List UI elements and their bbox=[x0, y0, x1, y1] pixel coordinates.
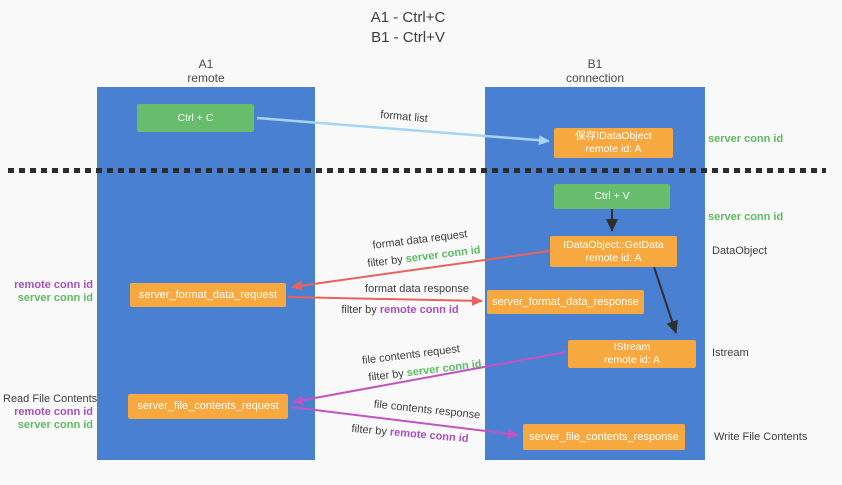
save-idataobject-node: 保存IDataObject remote id: A bbox=[554, 128, 673, 158]
server-file-contents-request-node: server_file_contents_request bbox=[128, 394, 288, 419]
remote-conn-id-file-label: remote conn id bbox=[14, 406, 93, 418]
filter-by-text: filter by bbox=[367, 367, 405, 384]
server-file-contents-response-node: server_file_contents_response bbox=[523, 424, 685, 450]
filter-by-text: filter by bbox=[366, 253, 404, 270]
title-line-1: A1 - Ctrl+C bbox=[370, 9, 446, 26]
machine-a1-header: A1 remote bbox=[97, 57, 315, 85]
machine-a1-name: A1 bbox=[198, 57, 214, 71]
machine-b1-header: B1 connection bbox=[485, 57, 705, 85]
server-conn-id-top-label: server conn id bbox=[708, 133, 784, 145]
server-conn-id-format-label: server conn id bbox=[17, 292, 93, 304]
ctrl-v-node: Ctrl + V bbox=[554, 184, 670, 209]
machine-b1-subtitle: connection bbox=[565, 71, 625, 85]
server-format-data-request-label: server_format_data_request bbox=[138, 288, 278, 301]
ctrl-v-label: Ctrl + V bbox=[594, 190, 630, 202]
server-conn-id-text: server conn id bbox=[406, 358, 483, 380]
istream-node: IStream remote id: A bbox=[568, 340, 696, 368]
idataobject-getdata-node: IDataObject::GetData remote id: A bbox=[550, 236, 677, 267]
file-contents-response-label: file contents response bbox=[373, 398, 481, 422]
read-file-contents-label: Read File Contents bbox=[3, 393, 98, 405]
title-line-2: B1 - Ctrl+V bbox=[371, 29, 445, 46]
server-format-data-request-node: server_format_data_request bbox=[130, 283, 286, 307]
server-conn-id-text: server conn id bbox=[405, 244, 482, 266]
server-conn-id-file-label: server conn id bbox=[17, 419, 93, 431]
filter-by-remote-conn-id-file-label: filter by remote conn id bbox=[351, 423, 469, 445]
machine-b1-name: B1 bbox=[587, 57, 603, 71]
save-idataobject-line2: remote id: A bbox=[585, 143, 642, 155]
server-file-contents-request-label: server_file_contents_request bbox=[137, 400, 279, 412]
remote-conn-id-text: remote conn id bbox=[379, 304, 459, 316]
filter-by-text: filter by bbox=[341, 304, 377, 316]
dataobject-label: DataObject bbox=[712, 245, 768, 257]
filter-by-text: filter by bbox=[351, 422, 388, 438]
istream-side-label: Istream bbox=[712, 347, 749, 359]
format-data-response-label: format data response bbox=[365, 283, 469, 295]
session-divider-line bbox=[8, 168, 826, 173]
diagram-title: A1 - Ctrl+C B1 - Ctrl+V bbox=[308, 8, 508, 48]
format-conn-ids-block: remote conn id server conn id bbox=[3, 279, 93, 305]
file-conn-ids-block: Read File Contents remote conn id server… bbox=[3, 393, 98, 432]
server-file-contents-response-label: server_file_contents_response bbox=[529, 430, 679, 443]
remote-conn-id-format-label: remote conn id bbox=[14, 279, 93, 291]
format-list-label: format list bbox=[379, 108, 429, 126]
server-conn-id-mid-label: server conn id bbox=[708, 211, 784, 223]
server-format-data-response-node: server_format_data_response bbox=[487, 290, 644, 314]
istream-line2: remote id: A bbox=[603, 354, 661, 366]
ctrl-c-label: Ctrl + C bbox=[177, 111, 214, 124]
server-format-data-response-label: server_format_data_response bbox=[492, 295, 639, 308]
istream-line1: IStream bbox=[613, 341, 651, 353]
idataobject-getdata-line1: IDataObject::GetData bbox=[563, 238, 664, 251]
idataobject-getdata-line2: remote id: A bbox=[585, 251, 642, 264]
ctrl-c-node: Ctrl + C bbox=[137, 104, 254, 132]
machine-a1-subtitle: remote bbox=[187, 71, 225, 85]
format-data-response-arrow bbox=[287, 295, 483, 306]
save-idataobject-line1: 保存IDataObject bbox=[575, 130, 652, 142]
write-file-contents-label: Write File Contents bbox=[714, 431, 808, 443]
remote-conn-id-text: remote conn id bbox=[389, 426, 469, 446]
filter-by-remote-conn-id-format-label: filter by remote conn id bbox=[341, 304, 458, 316]
